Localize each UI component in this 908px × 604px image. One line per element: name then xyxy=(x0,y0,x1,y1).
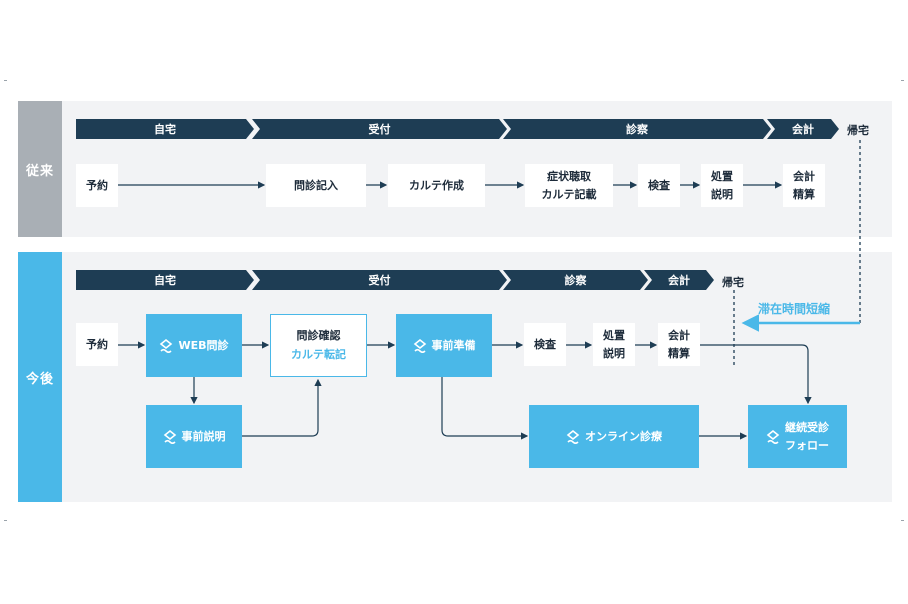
future-phase-home: 自宅 xyxy=(76,270,254,290)
future-step-reserve-label: 予約 xyxy=(86,337,108,351)
service-logo-icon xyxy=(413,338,426,353)
future-step-pre-explanation: 事前説明 xyxy=(146,405,242,468)
legacy-step-chart: カルテ作成 xyxy=(388,164,485,207)
legacy-step-treatment-line2: 説明 xyxy=(711,187,733,201)
legacy-step-reserve: 予約 xyxy=(76,164,118,207)
legacy-step-payment: 会計 精算 xyxy=(783,164,825,207)
future-step-follow-up-line2: フォロー xyxy=(785,438,829,452)
legacy-step-reserve-label: 予約 xyxy=(86,178,108,192)
legacy-step-questionnaire: 問診記入 xyxy=(266,164,366,207)
future-phase-reception: 受付 xyxy=(252,270,507,290)
future-step-online-consultation-label: オンライン診療 xyxy=(585,429,662,443)
corner-mark-left-bottom xyxy=(4,520,7,521)
future-connector-prep-to-online xyxy=(441,377,529,440)
legacy-step-test: 検査 xyxy=(638,164,680,207)
legacy-step-exam-line2: カルテ記載 xyxy=(541,187,597,201)
service-logo-icon xyxy=(163,429,176,444)
future-step-web-questionnaire: WEB問診 xyxy=(146,314,242,377)
future-step-payment-line2: 精算 xyxy=(668,346,690,360)
future-step-online-consultation: オンライン診療 xyxy=(529,405,699,468)
future-step-pre-explanation-label: 事前説明 xyxy=(181,429,226,443)
future-step-confirm-line1: 問診確認 xyxy=(296,328,341,342)
legacy-step-test-label: 検査 xyxy=(648,178,670,192)
legacy-phase-consultation: 診察 xyxy=(503,119,771,139)
corner-mark-left-top xyxy=(4,80,7,81)
corner-mark-right-bottom xyxy=(901,520,904,521)
future-end-label: 帰宅 xyxy=(722,276,744,289)
future-step-follow-up-line1: 継続受診 xyxy=(785,420,829,434)
legacy-step-questionnaire-label: 問診記入 xyxy=(294,178,338,192)
future-step-web-questionnaire-label: WEB問診 xyxy=(178,338,229,352)
legacy-step-exam: 症状聴取 カルテ記載 xyxy=(525,164,613,207)
legacy-phase-home: 自宅 xyxy=(76,119,254,139)
future-step-confirm-line2: カルテ転記 xyxy=(291,347,346,361)
future-step-treatment: 処置 説明 xyxy=(593,323,635,366)
service-logo-icon xyxy=(566,429,580,444)
future-row-label: 今後 xyxy=(18,252,62,502)
corner-mark-right-top xyxy=(901,80,904,81)
future-step-preparation: 事前準備 xyxy=(396,314,492,377)
legacy-step-exam-line1: 症状聴取 xyxy=(547,169,591,183)
legacy-step-treatment: 処置 説明 xyxy=(701,164,743,207)
legacy-end-label: 帰宅 xyxy=(847,124,869,137)
legacy-step-payment-line2: 精算 xyxy=(793,187,815,201)
future-step-test-label: 検査 xyxy=(534,337,556,351)
future-step-treatment-line2: 説明 xyxy=(603,346,625,360)
future-step-confirm: 問診確認 カルテ転記 xyxy=(270,314,367,377)
legacy-phase-reception: 受付 xyxy=(252,119,507,139)
future-step-treatment-line1: 処置 xyxy=(603,328,625,342)
future-step-payment: 会計 精算 xyxy=(658,323,700,366)
future-step-preparation-label: 事前準備 xyxy=(431,338,476,352)
future-step-reserve: 予約 xyxy=(76,323,118,366)
legacy-step-treatment-line1: 処置 xyxy=(711,169,733,183)
future-step-payment-line1: 会計 xyxy=(668,328,690,342)
service-logo-icon xyxy=(766,429,780,444)
future-phase-payment: 会計 xyxy=(644,270,714,290)
future-step-test: 検査 xyxy=(524,323,566,366)
legacy-step-chart-label: カルテ作成 xyxy=(409,178,464,192)
future-connector-payment-to-follow xyxy=(700,344,812,405)
legacy-phase-payment: 会計 xyxy=(767,119,839,139)
future-step-follow-up: 継続受診 フォロー xyxy=(748,405,847,468)
future-connector-explain-to-confirm xyxy=(242,378,322,437)
legacy-step-payment-line1: 会計 xyxy=(793,169,815,183)
service-logo-icon xyxy=(160,338,173,353)
legacy-row-label: 従来 xyxy=(18,101,62,237)
stay-time-reduction-label: 滞在時間短縮 xyxy=(758,302,831,316)
future-phase-consultation: 診察 xyxy=(503,270,648,290)
